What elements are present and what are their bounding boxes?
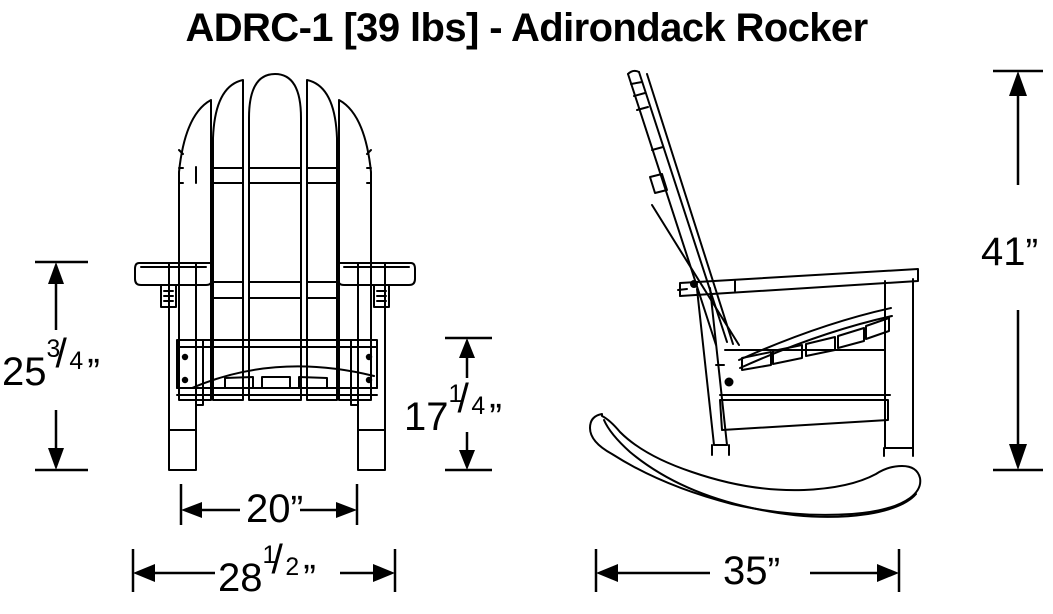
back-post-top-cap (627, 69, 640, 75)
dim-17-slash: / (457, 374, 469, 421)
side-lower-back-panel (719, 399, 889, 431)
dim-28-denominator: 2 (285, 554, 300, 582)
dim-25-fraction: 3/4 (47, 332, 88, 385)
rocker-joint-rear (711, 444, 730, 456)
arrow-25-bottom (48, 448, 64, 470)
arrow-28-right (373, 564, 395, 582)
rocker-runner (589, 413, 922, 516)
arrow-25-top (48, 262, 64, 284)
side-seat-fastener (724, 377, 734, 387)
side-view-chair (589, 69, 922, 518)
dim-17-whole: 17 (404, 395, 449, 439)
back-post-inner (646, 73, 740, 346)
side-front-leg (884, 278, 914, 449)
dim-35-unit: ” (767, 551, 781, 593)
side-armrest-front-tip (677, 288, 688, 291)
side-seat-slat-curve (739, 315, 893, 369)
dimension-lines (35, 69, 1043, 592)
back-slat-outer-right (338, 99, 372, 401)
back-post-notch-right (366, 149, 372, 155)
rocker-runner-inner-edge (603, 419, 917, 518)
side-armrest (679, 268, 919, 297)
armrest-right-bracket (373, 284, 390, 308)
fastener-dot-right-lower (365, 376, 373, 384)
armrest-left (134, 262, 213, 286)
back-post-outer (627, 71, 728, 346)
back-rail-upper (178, 167, 372, 184)
dim-28-whole: 28 (218, 556, 263, 600)
dim-28-unit: ” (303, 558, 316, 600)
seat-slat-end-3 (298, 376, 328, 389)
back-slat-outer-left (178, 99, 212, 401)
dim-20-unit: ” (290, 489, 304, 531)
armrest-right (337, 262, 416, 286)
dim-17-numerator: 1 (448, 380, 463, 408)
side-seat-slat-curve-top (738, 307, 892, 361)
dim-17-unit: ” (489, 397, 502, 439)
rocker-joint-front (883, 447, 914, 457)
side-armrest-fastener (690, 280, 698, 288)
dim-28-fraction: 1/2 (263, 538, 304, 591)
fastener-dot-right-upper (365, 353, 373, 361)
back-slat-center (248, 73, 302, 401)
back-post-rail-tick-mid (651, 146, 664, 151)
arrow-28-left (133, 564, 155, 582)
dim-25-numerator: 3 (46, 335, 61, 363)
dim-25-whole: 25 (2, 350, 47, 394)
dimension-label-overall-height: 41” (981, 232, 1038, 272)
back-slat-inner-right (306, 79, 338, 401)
front-leg-left (168, 262, 197, 471)
fastener-dot-left-upper (181, 353, 189, 361)
dim-41-unit: ” (1025, 232, 1039, 274)
arrow-17-bottom (459, 450, 475, 470)
back-post-notch-left (178, 149, 184, 155)
dim-25-unit: ” (87, 352, 100, 394)
dim-28-numerator: 1 (262, 541, 277, 569)
dim-17-denominator: 4 (471, 393, 486, 421)
side-rear-leg (696, 287, 728, 446)
arrow-41-bottom (1009, 444, 1027, 470)
dim-20-whole: 20 (246, 487, 291, 531)
arrow-41-top (1009, 71, 1027, 96)
arrow-35-left (596, 564, 618, 582)
back-rail-lower (212, 281, 338, 299)
front-leg-right (357, 262, 386, 471)
dim-35-whole: 35 (723, 549, 768, 593)
arrow-20-left (181, 502, 202, 518)
dim-28-slash: / (271, 535, 283, 582)
back-slat-inner-left (212, 79, 244, 401)
back-post-rail-ticks-upper (630, 81, 649, 111)
back-post-tab (649, 173, 668, 194)
side-seat-slat-4 (837, 327, 865, 349)
dim-25-denominator: 4 (69, 348, 84, 376)
arrow-20-right (336, 502, 357, 518)
front-view-chair (134, 73, 416, 471)
side-seat-slat-2 (772, 344, 803, 365)
dimension-label-seat-width: 20” (246, 489, 303, 529)
side-seat-slat-3 (805, 336, 836, 357)
dim-25-slash: / (55, 329, 67, 376)
seat-slat-end-2 (261, 376, 291, 389)
side-seat-slat-1 (741, 351, 772, 371)
arrow-35-right (877, 564, 899, 582)
side-seat-slat-5 (865, 317, 890, 340)
page-title: ADRC-1 [39 lbs] - Adirondack Rocker (185, 6, 868, 50)
seat-apron-arch (191, 365, 375, 389)
fastener-dot-left-lower (181, 376, 189, 384)
arrow-17-top (459, 338, 475, 358)
dim-17-fraction: 1/4 (449, 377, 490, 430)
side-seat-slats (741, 317, 890, 371)
dim-41-whole: 41 (981, 230, 1026, 274)
dimension-label-overall-depth: 35” (723, 551, 780, 591)
